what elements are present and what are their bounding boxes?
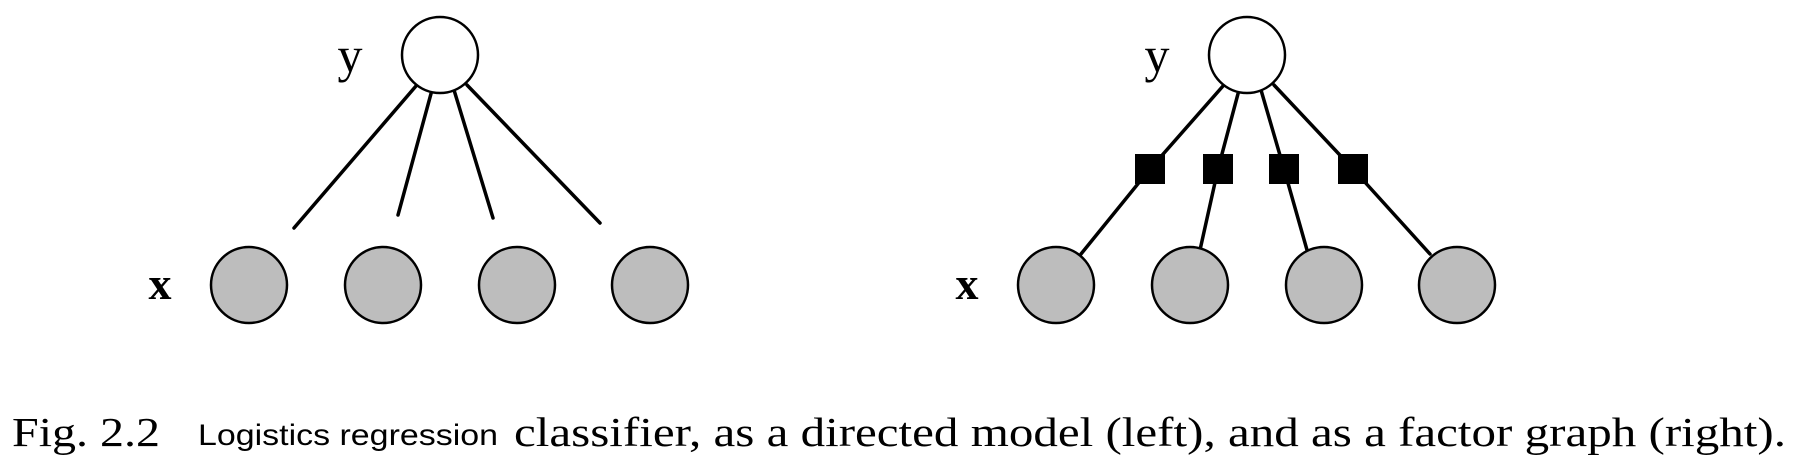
- node-x4: [1417, 245, 1497, 325]
- factor-node-2: [1203, 154, 1233, 184]
- edge-y-x2: [396, 88, 434, 217]
- node-x1: [209, 245, 289, 325]
- x-label: x: [149, 258, 172, 309]
- factor-node-3: [1269, 154, 1299, 184]
- node-x3: [477, 245, 557, 325]
- edge-y-x1: [292, 84, 418, 230]
- node-x1: [1016, 245, 1096, 325]
- caption-text: classifier, as a directed model (left), …: [514, 409, 1786, 455]
- x-label: x: [956, 258, 979, 309]
- node-y: [400, 15, 480, 95]
- node-x2: [1150, 245, 1230, 325]
- caption-inserted-term: Logistics regression: [198, 419, 498, 452]
- edge-y-x3: [452, 88, 495, 220]
- node-x4: [610, 245, 690, 325]
- y-label: y: [1145, 27, 1170, 83]
- caption-fig-number: Fig. 2.2: [12, 409, 160, 455]
- factor-graph: y x: [956, 15, 1497, 325]
- node-y: [1207, 15, 1287, 95]
- directed-model: y x: [149, 15, 690, 325]
- node-x2: [343, 245, 423, 325]
- edge-y-x4: [465, 83, 602, 225]
- y-label: y: [338, 27, 363, 83]
- figure-caption: Fig. 2.2 Logistics regression classifier…: [12, 409, 1786, 455]
- factor-node-4: [1338, 154, 1368, 184]
- node-x3: [1284, 245, 1364, 325]
- factor-node-1: [1135, 154, 1165, 184]
